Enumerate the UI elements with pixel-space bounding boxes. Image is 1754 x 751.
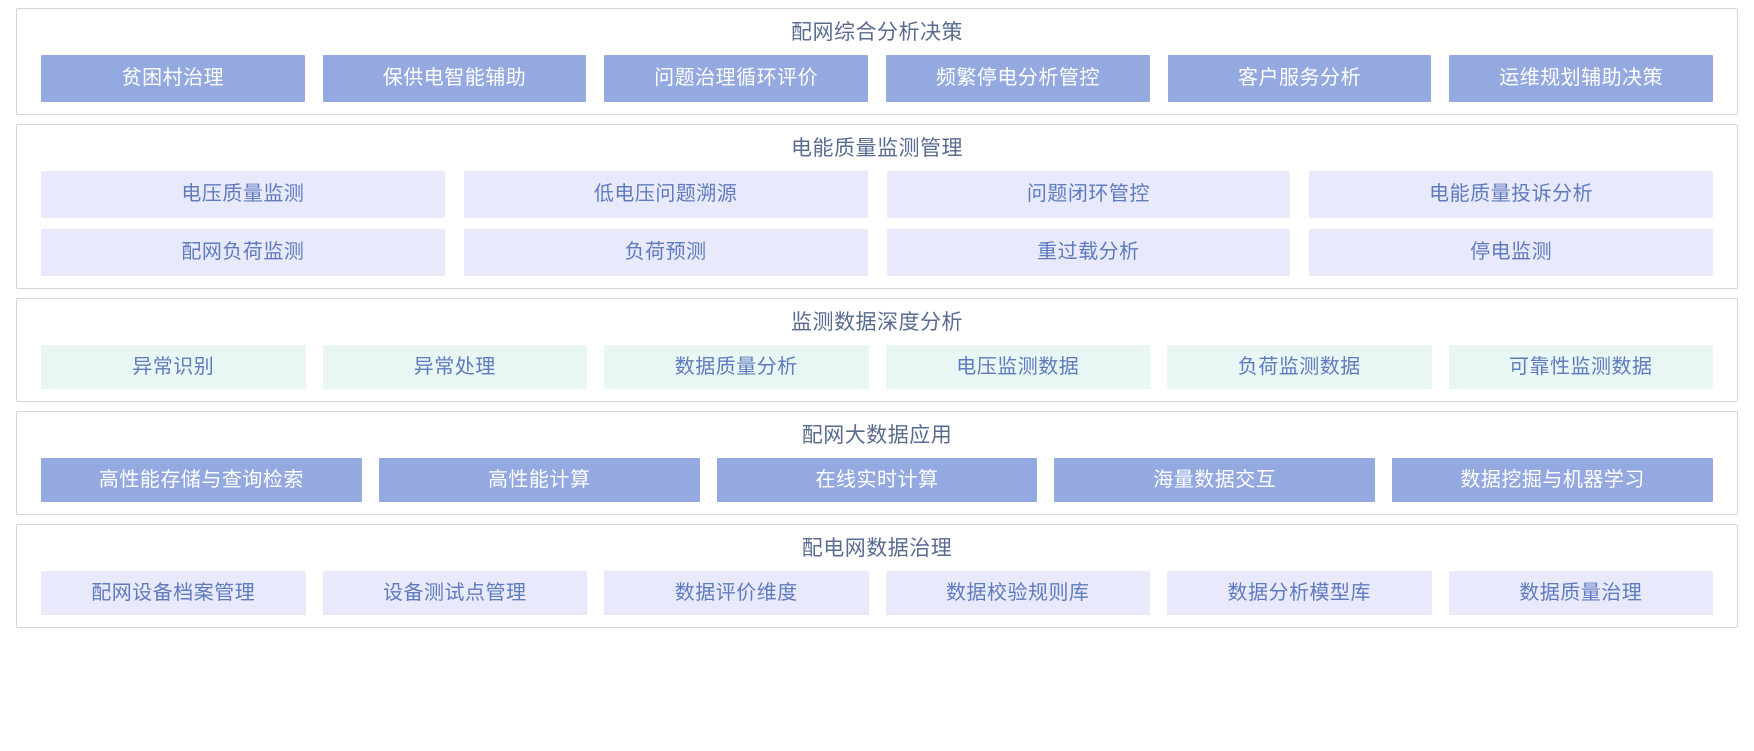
module-tile[interactable]: 运维规划辅助决策 [1449,55,1714,102]
module-tile[interactable]: 异常识别 [41,345,306,389]
panel-3: 监测数据深度分析异常识别异常处理数据质量分析电压监测数据负荷监测数据可靠性监测数… [16,298,1738,402]
panel-1: 配网综合分析决策贫困村治理保供电智能辅助问题治理循环评价频繁停电分析管控客户服务… [16,8,1738,115]
tile-row: 电压质量监测低电压问题溯源问题闭环管控电能质量投诉分析 [27,171,1727,218]
module-tile[interactable]: 电压质量监测 [41,171,445,218]
module-tile[interactable]: 数据评价维度 [604,571,869,615]
module-tile[interactable]: 数据校验规则库 [885,571,1150,615]
module-tile[interactable]: 海量数据交互 [1054,458,1376,502]
module-tile[interactable]: 配网设备档案管理 [41,571,306,615]
tile-row: 贫困村治理保供电智能辅助问题治理循环评价频繁停电分析管控客户服务分析运维规划辅助… [27,55,1727,102]
module-tile[interactable]: 负荷预测 [463,229,868,276]
module-tile[interactable]: 客户服务分析 [1167,55,1432,102]
module-tile[interactable]: 频繁停电分析管控 [886,55,1150,102]
panel-title: 监测数据深度分析 [791,311,963,334]
module-tile[interactable]: 负荷监测数据 [1167,345,1432,389]
module-tile[interactable]: 高性能计算 [378,458,700,502]
module-tile[interactable]: 数据挖掘与机器学习 [1392,458,1713,502]
module-tile[interactable]: 数据质量分析 [604,345,869,389]
panel-2: 电能质量监测管理电压质量监测低电压问题溯源问题闭环管控电能质量投诉分析配网负荷监… [16,124,1738,289]
module-tile[interactable]: 异常处理 [322,345,587,389]
panel-5: 配电网数据治理配网设备档案管理设备测试点管理数据评价维度数据校验规则库数据分析模… [16,524,1738,628]
module-tile[interactable]: 数据分析模型库 [1167,571,1432,615]
module-tile[interactable]: 电能质量投诉分析 [1309,171,1713,218]
panel-title: 配电网数据治理 [801,537,953,560]
panel-4: 配网大数据应用高性能存储与查询检索高性能计算在线实时计算海量数据交互数据挖掘与机… [16,411,1738,515]
module-tile[interactable]: 问题闭环管控 [886,171,1291,218]
tile-row: 高性能存储与查询检索高性能计算在线实时计算海量数据交互数据挖掘与机器学习 [27,458,1727,502]
module-tile[interactable]: 可靠性监测数据 [1448,345,1713,389]
panel-title: 配网综合分析决策 [791,21,963,44]
module-tile[interactable]: 停电监测 [1309,229,1713,276]
panel-title: 电能质量监测管理 [791,137,963,160]
module-tile[interactable]: 重过载分析 [886,229,1291,276]
module-tile[interactable]: 设备测试点管理 [322,571,587,615]
module-tile[interactable]: 在线实时计算 [716,458,1038,502]
module-tile[interactable]: 电压监测数据 [885,345,1150,389]
module-tile[interactable]: 低电压问题溯源 [463,171,868,218]
module-tile[interactable]: 配网负荷监测 [41,229,445,276]
module-tile[interactable]: 贫困村治理 [41,55,305,102]
module-tile[interactable]: 问题治理循环评价 [604,55,869,102]
module-tile[interactable]: 保供电智能辅助 [322,55,587,102]
module-tile[interactable]: 高性能存储与查询检索 [41,458,362,502]
module-tile[interactable]: 数据质量治理 [1448,571,1713,615]
tile-row: 异常识别异常处理数据质量分析电压监测数据负荷监测数据可靠性监测数据 [27,345,1727,389]
tile-row: 配网负荷监测负荷预测重过载分析停电监测 [27,229,1727,276]
tile-row: 配网设备档案管理设备测试点管理数据评价维度数据校验规则库数据分析模型库数据质量治… [27,571,1727,615]
panel-title: 配网大数据应用 [801,424,953,447]
